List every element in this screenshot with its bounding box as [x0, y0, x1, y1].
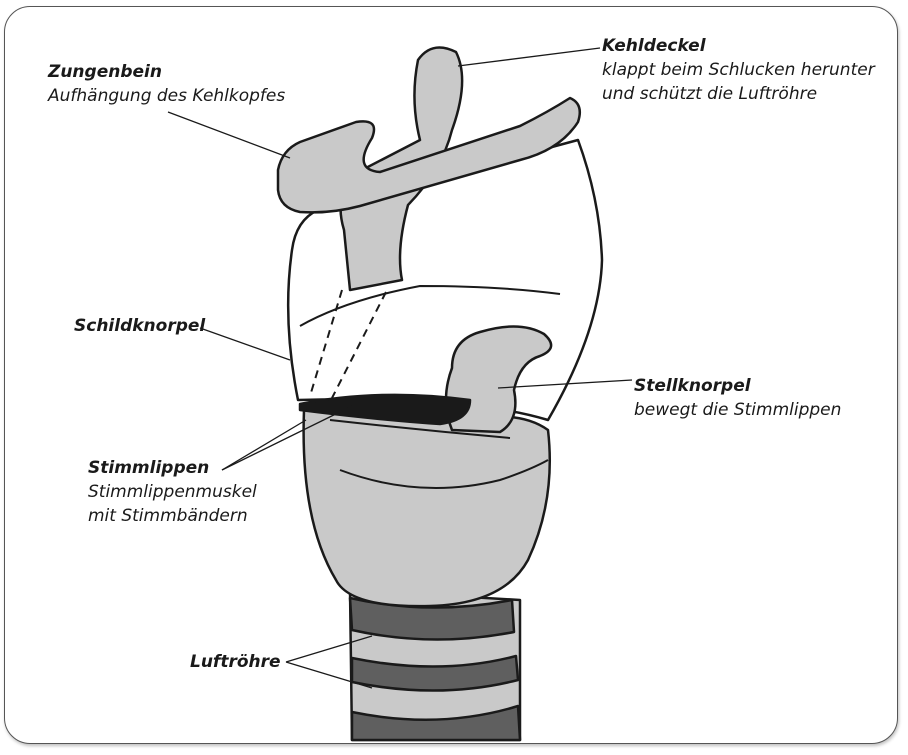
label-schildknorpel-title: Schildknorpel	[74, 314, 205, 338]
label-stimmlippen-desc-1: Stimmlippenmuskel	[88, 480, 257, 504]
label-luftroehre: Luftröhre	[190, 650, 281, 674]
label-stellknorpel: Stellknorpel bewegt die Stimmlippen	[634, 374, 841, 422]
leader-zungenbein	[168, 112, 290, 158]
label-stimmlippen-desc-2: mit Stimmbändern	[88, 504, 257, 528]
label-stimmlippen: Stimmlippen Stimmlippenmuskel mit Stimmb…	[88, 456, 257, 528]
label-zungenbein-desc: Aufhängung des Kehlkopfes	[48, 84, 285, 108]
label-stimmlippen-title: Stimmlippen	[88, 456, 257, 480]
label-kehldeckel-desc-1: klappt beim Schlucken herunter	[602, 58, 875, 82]
leader-kehldeckel	[458, 48, 600, 66]
label-schildknorpel: Schildknorpel	[74, 314, 205, 338]
label-stellknorpel-desc: bewegt die Stimmlippen	[634, 398, 841, 422]
label-zungenbein: Zungenbein Aufhängung des Kehlkopfes	[48, 60, 285, 108]
label-zungenbein-title: Zungenbein	[48, 60, 285, 84]
cricoid-cartilage	[304, 410, 550, 606]
label-kehldeckel-title: Kehldeckel	[602, 34, 875, 58]
label-kehldeckel-desc-2: und schützt die Luftröhre	[602, 82, 875, 106]
leader-schildknorpel	[200, 328, 290, 360]
label-stellknorpel-title: Stellknorpel	[634, 374, 841, 398]
label-kehldeckel: Kehldeckel klappt beim Schlucken herunte…	[602, 34, 875, 106]
label-luftroehre-title: Luftröhre	[190, 650, 281, 674]
